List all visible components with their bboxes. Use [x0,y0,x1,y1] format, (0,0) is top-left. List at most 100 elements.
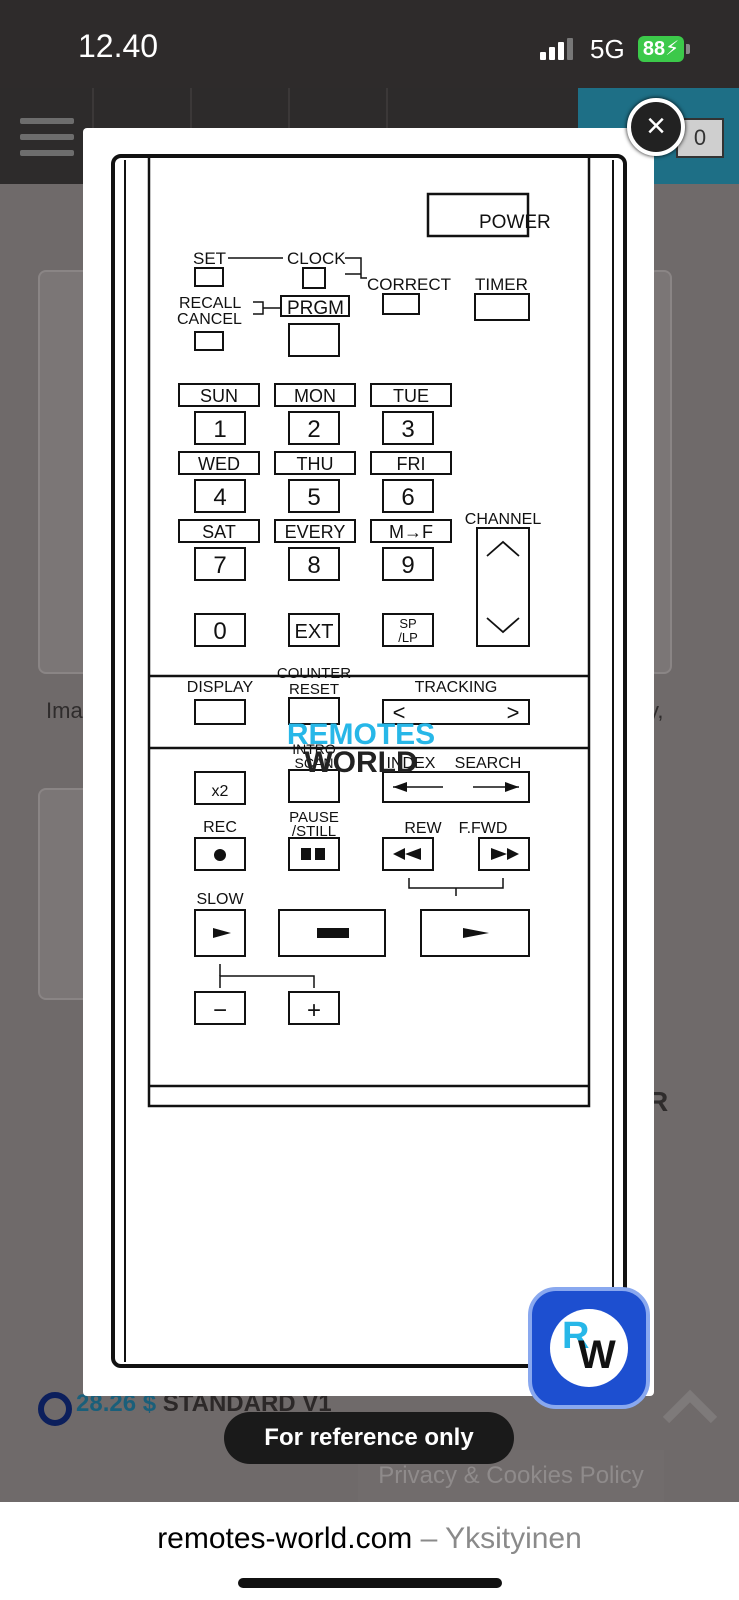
home-indicator[interactable] [238,1578,502,1588]
pause-label: PAUSE [289,809,339,826]
day-label-tue: TUE [393,386,429,406]
close-icon[interactable]: × [627,98,685,156]
stop-icon [317,928,349,938]
slow-plus-button[interactable] [288,991,340,1025]
channel-rocker[interactable] [476,527,530,647]
slow-minus-button[interactable] [194,991,246,1025]
minus-label: − [213,997,227,1024]
day-label-sun: SUN [200,386,238,406]
digit-button-3[interactable] [382,411,434,445]
day-label-wed: WED [198,454,240,474]
digit-button-9[interactable] [382,547,434,581]
digit-button-7[interactable] [194,547,246,581]
day-label-mon: MON [294,386,336,406]
bg-caption-left: Ima [46,698,83,723]
reference-toast: For reference only [224,1412,514,1464]
tracking-label: TRACKING [415,679,498,696]
digit-label: 4 [213,484,226,511]
digit-button-6[interactable] [382,479,434,513]
network-type: 5G [590,34,625,64]
lp-label: /LP [398,630,418,645]
rew-label: REW [404,820,442,837]
power-button[interactable] [426,192,530,238]
status-bar: 12.40 5G 88⚡ [0,0,739,88]
set-label: SET [193,249,226,268]
channel-label: CHANNEL [465,511,542,528]
watermark-line1: REMOTES [287,718,435,751]
day-label-fri: FRI [397,454,426,474]
rew-button[interactable] [382,837,434,871]
intro-scan-button[interactable] [288,769,340,803]
digit-button-0[interactable] [194,613,246,647]
url-text: remotes-world.com – Yksityinen [0,1522,739,1556]
radio-icon[interactable] [38,1392,72,1426]
scroll-top-icon[interactable] [660,1380,720,1440]
rw-logo-icon: R W [550,1309,628,1387]
battery-icon: 88⚡ [638,36,684,62]
rw-logo-badge[interactable]: R W [528,1287,650,1409]
stop-button[interactable] [278,909,386,957]
counter-reset-button[interactable] [288,697,340,725]
pause-icon [301,848,311,860]
correct-button[interactable] [382,293,420,315]
day-label-sat: SAT [202,522,236,542]
status-time: 12.40 [78,28,159,64]
slow-button[interactable] [194,909,246,957]
tracking-button[interactable] [382,699,530,725]
rec-button[interactable] [194,837,246,871]
display-label: DISPLAY [187,679,254,696]
slow-icon [213,928,231,938]
ffwd-button[interactable] [478,837,530,871]
digit-button-8[interactable] [288,547,340,581]
clock-label: CLOCK [287,249,346,268]
x2-button[interactable] [194,771,246,805]
digit-button-4[interactable] [194,479,246,513]
tracking-right-arrow: > [507,700,520,725]
url-domain: remotes-world.com [157,1522,413,1555]
power-label: POWER [479,212,551,233]
digit-label: 1 [213,416,226,443]
digit-button-1[interactable] [194,411,246,445]
sp-label: SP [399,616,416,631]
clock-button[interactable] [302,267,326,289]
rec-label: REC [203,819,237,836]
prgm-label: PRGM [287,298,344,319]
digit-label: 3 [401,416,414,443]
index-label: INDEX [387,755,436,772]
menu-icon[interactable] [20,118,74,158]
day-label-thu: THU [297,454,334,474]
digit-button-2[interactable] [288,411,340,445]
intro-label: INTRO [292,741,336,757]
scan-label: SCAN [295,755,334,771]
image-modal: POWER SET CLOCK CORRECT TIMER RECALL CAN… [83,128,654,1396]
logo-r: R [562,1315,590,1357]
day-label-mon-fri: M→F [389,522,433,542]
counter-label: COUNTER [277,665,351,682]
correct-label: CORRECT [367,275,451,294]
reset-label: RESET [289,681,339,698]
prgm-button[interactable] [288,323,340,357]
x2-label: x2 [212,783,229,800]
digit-button-5[interactable] [288,479,340,513]
sp-lp-button[interactable] [382,613,434,647]
digit-label: 0 [213,618,226,645]
search-label: SEARCH [455,755,522,772]
digit-label: 2 [307,416,320,443]
pause-still-button[interactable] [288,837,340,871]
battery-tip [686,44,690,54]
digit-label: 6 [401,484,414,511]
url-private-mode: Yksityinen [445,1522,582,1555]
set-button[interactable] [194,267,224,287]
ext-button[interactable] [288,613,340,647]
recall-label: RECALL [179,295,241,312]
timer-button[interactable] [474,293,530,321]
index-search-button[interactable] [382,771,530,803]
cancel-label: CANCEL [177,311,242,328]
signal-icon [540,38,576,60]
digit-label: 5 [307,484,320,511]
display-button[interactable] [194,699,246,725]
recall-cancel-button[interactable] [194,331,224,351]
tracking-left-arrow: < [393,700,406,725]
still-label: /STILL [292,823,336,840]
play-button[interactable] [420,909,530,957]
